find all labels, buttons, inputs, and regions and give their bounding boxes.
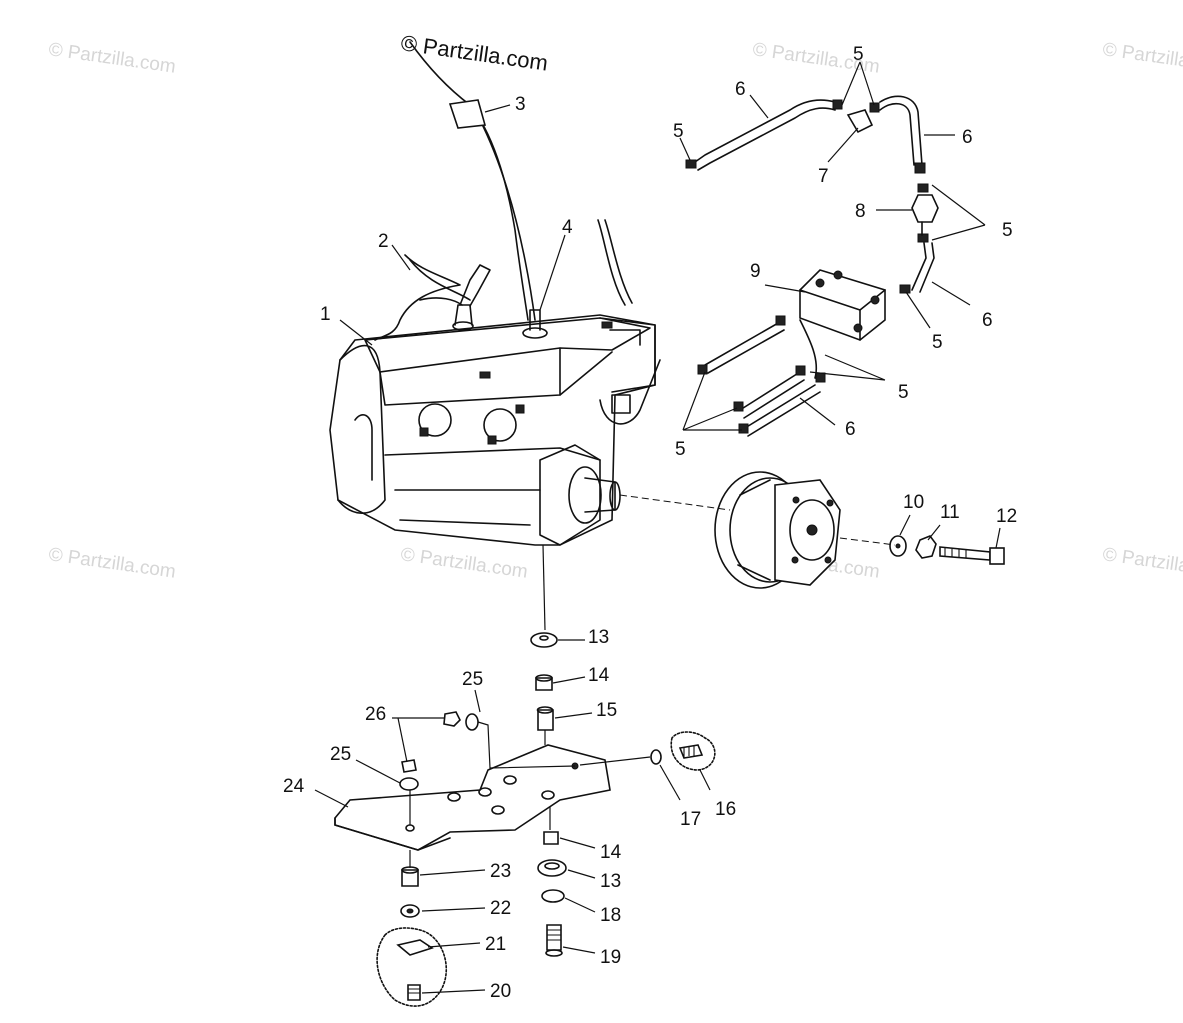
- mount-plate: [334, 744, 611, 851]
- callout-19: 19: [600, 947, 621, 968]
- callout-12: 12: [996, 506, 1017, 527]
- leader-lines: [314, 61, 1001, 994]
- callout-2: 2: [378, 231, 389, 252]
- callout-21: 21: [485, 934, 506, 955]
- callout-23: 23: [490, 861, 511, 882]
- callout-4: 4: [562, 217, 573, 238]
- callout-17: 17: [680, 809, 701, 830]
- callout-16: 16: [715, 799, 736, 820]
- callout-3: 3: [515, 94, 526, 115]
- callout-22: 22: [490, 898, 511, 919]
- callout-numbers: 1 2 3 4 5 5 5 5 5 5 5 6 6 6 6 7 8 9 10 1…: [283, 44, 1017, 1002]
- callout-25-a: 25: [462, 669, 483, 690]
- callout-5-f: 5: [675, 439, 686, 460]
- callout-7: 7: [818, 166, 829, 187]
- callout-14-b: 14: [600, 842, 622, 863]
- callout-11: 11: [940, 502, 960, 523]
- fuel-line-system: [685, 95, 939, 437]
- side-bolt: [579, 731, 716, 771]
- watermark-mid-far-right: © Partzilla.com: [1101, 544, 1183, 583]
- callout-1: 1: [320, 304, 331, 325]
- callout-20: 20: [490, 981, 511, 1002]
- mount-hardware: [399, 711, 576, 825]
- watermark-top-right: © Partzilla.com: [1101, 39, 1183, 78]
- callout-5-b: 5: [853, 44, 864, 65]
- watermark-top-left: © Partzilla.com: [47, 39, 177, 78]
- callout-13-b: 13: [600, 871, 621, 892]
- callout-6-d: 6: [845, 419, 856, 440]
- callout-14-a: 14: [588, 665, 610, 686]
- callout-5-e: 5: [898, 382, 909, 403]
- watermark-mid-left: © Partzilla.com: [47, 544, 177, 583]
- callout-18: 18: [600, 905, 621, 926]
- callout-15: 15: [596, 700, 617, 721]
- callout-25-b: 25: [330, 744, 351, 765]
- callout-5-d: 5: [932, 332, 943, 353]
- callout-26: 26: [365, 704, 386, 725]
- copyright-text: © Partzilla.com: [399, 30, 549, 75]
- pto-axis-line: [619, 494, 896, 546]
- callout-9: 9: [750, 261, 761, 282]
- drive-clutch: [714, 471, 1005, 589]
- callout-5-c: 5: [1002, 220, 1013, 241]
- callout-6-c: 6: [982, 310, 993, 331]
- engine-block: [329, 219, 661, 546]
- callout-13-a: 13: [588, 627, 609, 648]
- callout-10: 10: [903, 492, 924, 513]
- callout-6-b: 6: [962, 127, 973, 148]
- callout-8: 8: [855, 201, 866, 222]
- throttle-cable: [409, 41, 536, 321]
- callout-5-a: 5: [673, 121, 684, 142]
- watermark-mid-center: © Partzilla.com: [399, 544, 529, 583]
- lower-mount-stack: [376, 850, 447, 1007]
- callout-6-a: 6: [735, 79, 746, 100]
- callout-24: 24: [283, 776, 305, 797]
- engine-mount-stack: [530, 544, 567, 957]
